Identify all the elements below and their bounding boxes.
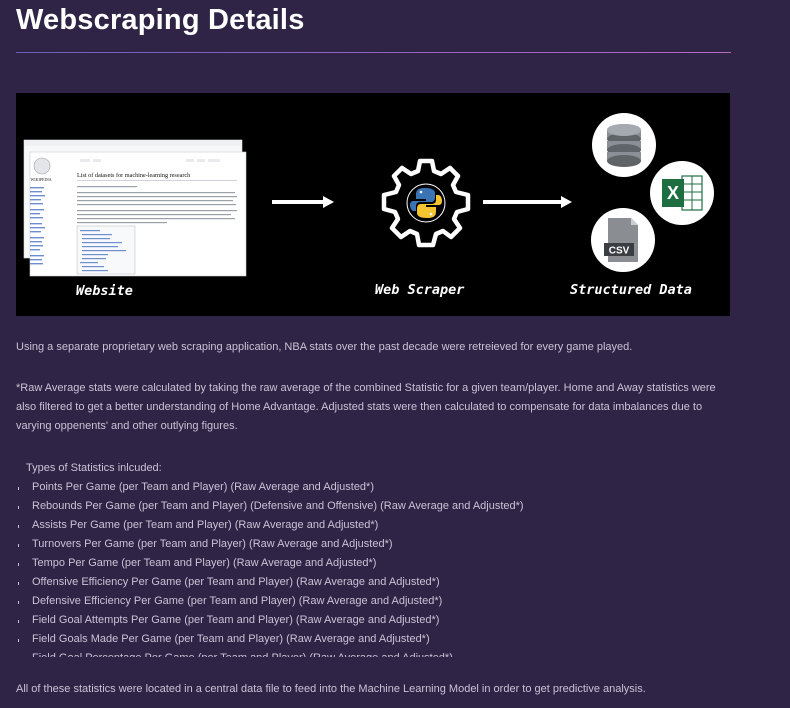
arrow-right-icon (483, 196, 572, 208)
intro-paragraph: Using a separate proprietary web scrapin… (16, 341, 633, 353)
wiki-article-heading: List of datasets for machine-learning re… (77, 172, 191, 179)
csv-label: CSV (609, 246, 630, 257)
list-item: Turnovers Per Game (per Team and Player)… (16, 535, 736, 554)
gear-python-icon (381, 158, 471, 248)
wiki-brand-text: WIKIPEDIA (31, 177, 52, 182)
webscraping-banner-image: WIKIPEDIA (16, 93, 730, 316)
csv-icon: CSV (591, 208, 655, 272)
list-item: Defensive Efficiency Per Game (per Team … (16, 592, 736, 611)
structured-data-label: Structured Data (570, 282, 692, 298)
list-item: Points Per Game (per Team and Player) (R… (16, 478, 736, 497)
statistics-list-heading: Types of Statistics inlcuded: (26, 462, 162, 474)
conclusion-paragraph: All of these statistics were located in … (16, 683, 646, 695)
list-item: Rebounds Per Game (per Team and Player) … (16, 497, 736, 516)
list-item: Offensive Efficiency Per Game (per Team … (16, 573, 736, 592)
list-item: Field Goal Attempts Per Game (per Team a… (16, 611, 736, 630)
database-icon (592, 113, 656, 177)
list-item: Tempo Per Game (per Team and Player) (Ra… (16, 554, 736, 573)
excel-icon: X (650, 161, 714, 225)
arrow-right-icon (272, 196, 334, 208)
page-title: Webscraping Details (16, 4, 305, 36)
website-page-front: WIKIPEDIA (29, 151, 247, 277)
web-scraper-label: Web Scraper (375, 282, 465, 298)
list-item: Assists Per Game (per Team and Player) (… (16, 516, 736, 535)
website-label: Website (76, 283, 133, 299)
title-divider (16, 52, 731, 53)
statistics-list: Points Per Game (per Team and Player) (R… (16, 478, 736, 657)
statistics-list-section: Types of Statistics inlcuded: Points Per… (16, 459, 736, 657)
list-item: Field Goals Made Per Game (per Team and … (16, 630, 736, 649)
wiki-globe-icon (33, 157, 51, 175)
excel-letter: X (667, 183, 679, 203)
list-item: Field Goal Percentage Per Game (per Team… (16, 649, 736, 657)
note-paragraph: *Raw Average stats were calculated by ta… (16, 382, 716, 432)
